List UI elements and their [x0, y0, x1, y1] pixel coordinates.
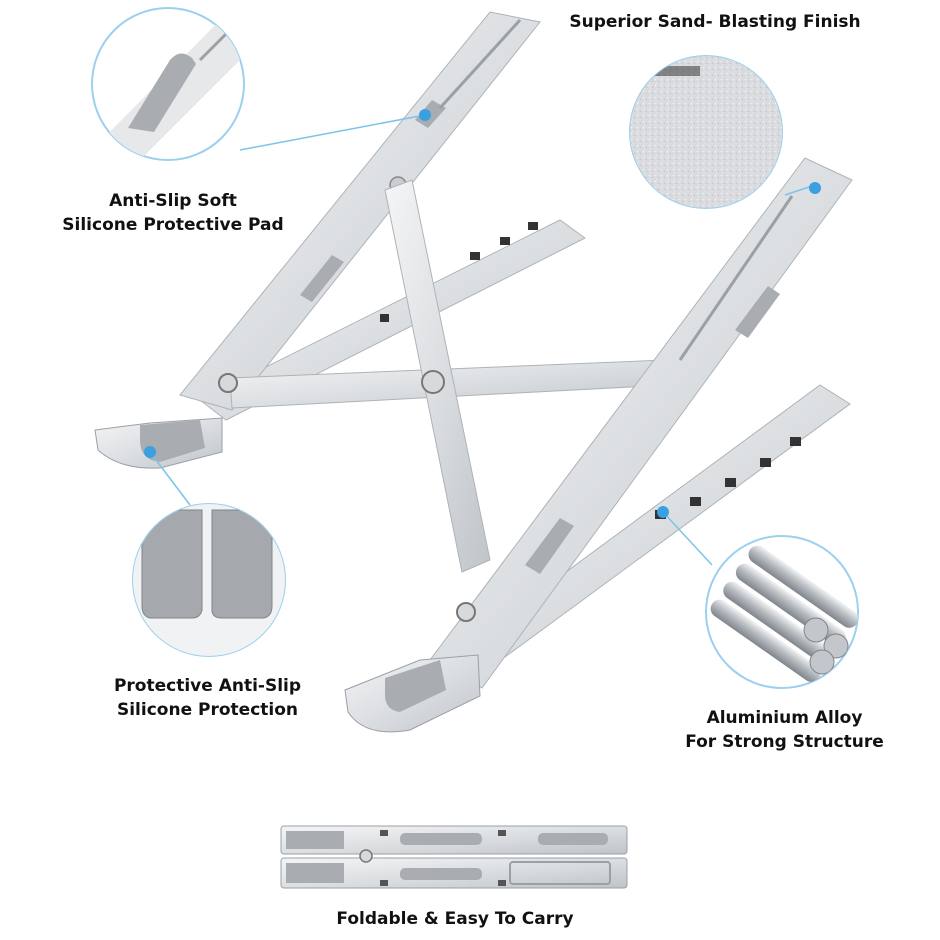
label-line: Silicone Protective Pad [62, 215, 284, 235]
label-silicone-pad: Anti-Slip Soft Silicone Protective Pad [38, 189, 308, 237]
label-aluminium-alloy: Aluminium Alloy For Strong Structure [672, 706, 897, 754]
label-silicone-protection: Protective Anti-Slip Silicone Protection [95, 674, 320, 722]
label-line: Aluminium Alloy [706, 708, 863, 728]
right-top-arm [429, 157, 853, 689]
callout-silicone-pad [91, 7, 431, 161]
left-foot [94, 417, 223, 469]
callout-aluminium [657, 506, 859, 689]
label-sand-blasting: Superior Sand- Blasting Finish [560, 10, 870, 34]
label-line: For Strong Structure [685, 732, 884, 752]
label-line: Superior Sand- Blasting Finish [569, 12, 861, 32]
label-line: Protective Anti-Slip [113, 676, 302, 696]
sand-texture-icon [630, 56, 782, 208]
label-foldable: Foldable & Easy To Carry [300, 907, 610, 931]
label-line: Anti-Slip Soft [109, 191, 237, 211]
silicone-feet-icon [133, 504, 285, 656]
left-pivot [218, 373, 238, 393]
left-base-arm [199, 219, 586, 421]
right-foot [344, 654, 481, 733]
callout-silicone-feet [132, 446, 286, 657]
callout-sand-blasting [629, 55, 821, 209]
folded-stand [280, 825, 628, 889]
label-line: Silicone Protection [116, 700, 299, 720]
label-line: Foldable & Easy To Carry [336, 909, 574, 929]
center-pivot [421, 370, 445, 394]
aluminium-rods-icon [710, 545, 858, 682]
